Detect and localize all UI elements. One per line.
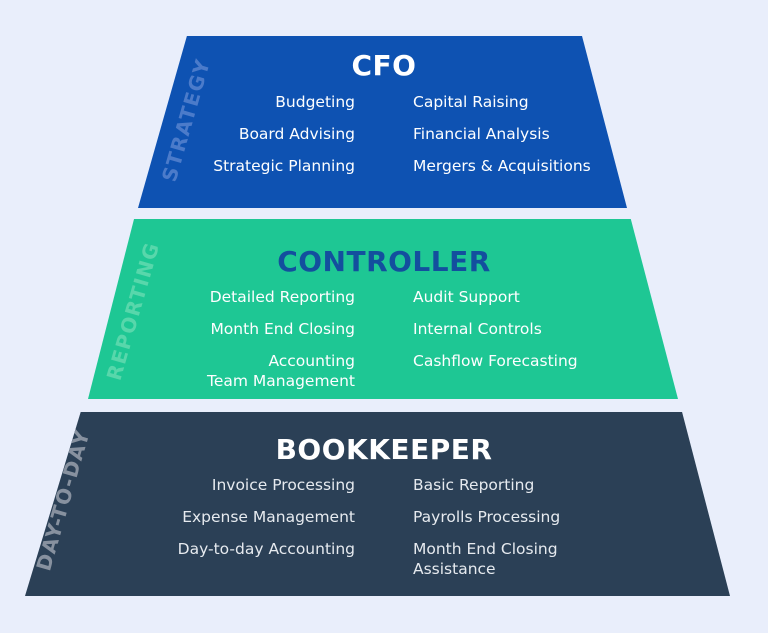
bookkeeper-items-grid: Invoice Processing Basic Reporting Expen… xyxy=(125,469,643,579)
list-item: Strategic Planning xyxy=(213,157,355,175)
cfo-title: CFO xyxy=(351,49,417,82)
list-item: Payrolls Processing xyxy=(413,508,561,526)
controller-band-shape xyxy=(88,219,678,399)
list-item: Month End Closing Assistance xyxy=(413,540,558,578)
list-item: Basic Reporting xyxy=(413,476,535,494)
list-item: Month End Closing xyxy=(210,320,355,338)
controller-title: CONTROLLER xyxy=(277,245,491,278)
list-item: Board Advising xyxy=(238,125,355,143)
cfo-items-grid: Budgeting Capital Raising Board Advising… xyxy=(125,86,643,182)
list-item: Budgeting xyxy=(275,93,355,111)
list-item: Accounting Team Management xyxy=(207,352,355,390)
list-item: Internal Controls xyxy=(413,320,542,338)
list-item: Detailed Reporting xyxy=(209,288,355,306)
bookkeeper-band-shape xyxy=(25,412,730,596)
list-item: Mergers & Acquisitions xyxy=(413,157,591,175)
bookkeeper-title: BOOKKEEPER xyxy=(275,433,493,466)
list-item: Cashflow Forecasting xyxy=(413,352,578,370)
cfo-band-shape xyxy=(138,36,627,208)
list-item: Financial Analysis xyxy=(413,125,550,143)
list-item: Day-to-day Accounting xyxy=(177,540,355,558)
list-item: Capital Raising xyxy=(413,93,529,111)
list-item: Invoice Processing xyxy=(211,476,355,494)
list-item: Audit Support xyxy=(413,288,520,306)
list-item: Expense Management xyxy=(182,508,355,526)
controller-items-grid: Detailed Reporting Audit Support Month E… xyxy=(125,281,643,391)
